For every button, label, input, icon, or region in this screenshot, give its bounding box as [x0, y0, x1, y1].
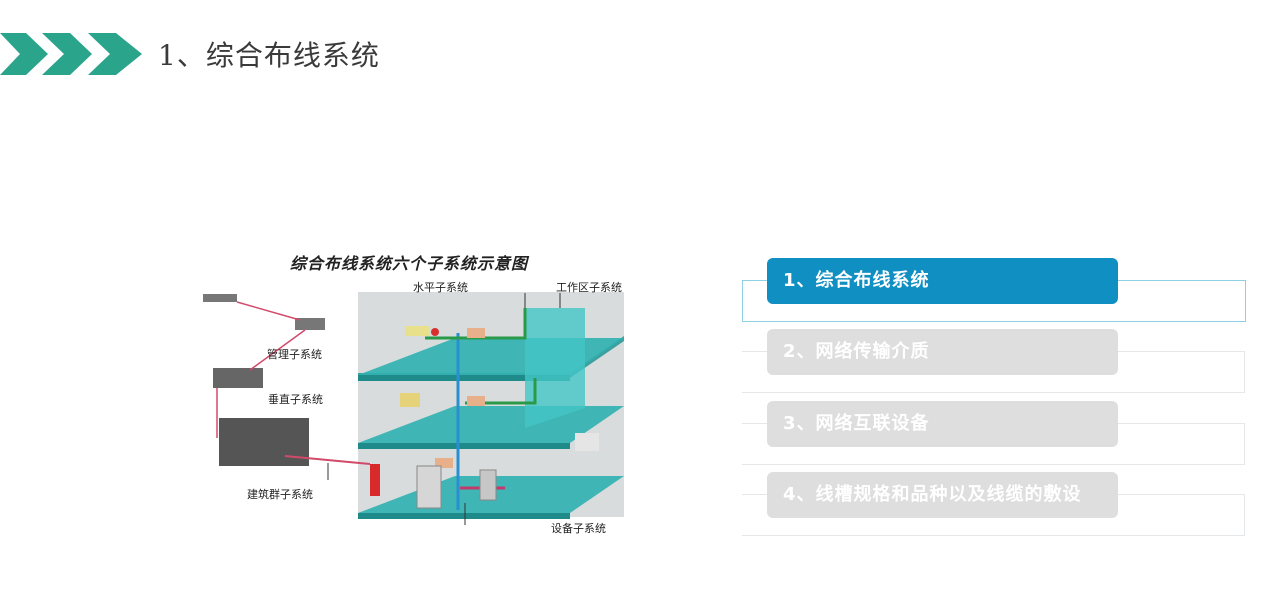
- label-equipment: 设备子系统: [551, 522, 606, 535]
- menu-item-label[interactable]: 2、网络传输介质: [767, 329, 1118, 375]
- label-vertical: 垂直子系统: [268, 393, 323, 406]
- menu-item-1[interactable]: 1、综合布线系统: [742, 258, 1246, 322]
- menu-item-2[interactable]: 2、网络传输介质: [742, 329, 1246, 393]
- menu-item-3[interactable]: 3、网络互联设备: [742, 401, 1246, 465]
- building-illustration: [203, 292, 624, 525]
- diagram-title: 综合布线系统六个子系统示意图: [290, 254, 529, 273]
- chevron-arrows-icon: [0, 33, 142, 75]
- label-campus: 建筑群子系统: [247, 488, 313, 501]
- page-title: 1、综合布线系统: [158, 39, 380, 72]
- label-work-area: 工作区子系统: [556, 281, 622, 294]
- menu-item-4[interactable]: 4、线槽规格和品种以及线缆的敷设: [742, 472, 1246, 536]
- label-horizontal: 水平子系统: [413, 281, 468, 294]
- cabling-diagram: 综合布线系统六个子系统示意图: [195, 248, 645, 543]
- label-admin: 管理子系统: [267, 348, 322, 361]
- menu-item-label[interactable]: 3、网络互联设备: [767, 401, 1118, 447]
- menu-item-label[interactable]: 1、综合布线系统: [767, 258, 1118, 304]
- menu-item-label[interactable]: 4、线槽规格和品种以及线缆的敷设: [767, 472, 1118, 518]
